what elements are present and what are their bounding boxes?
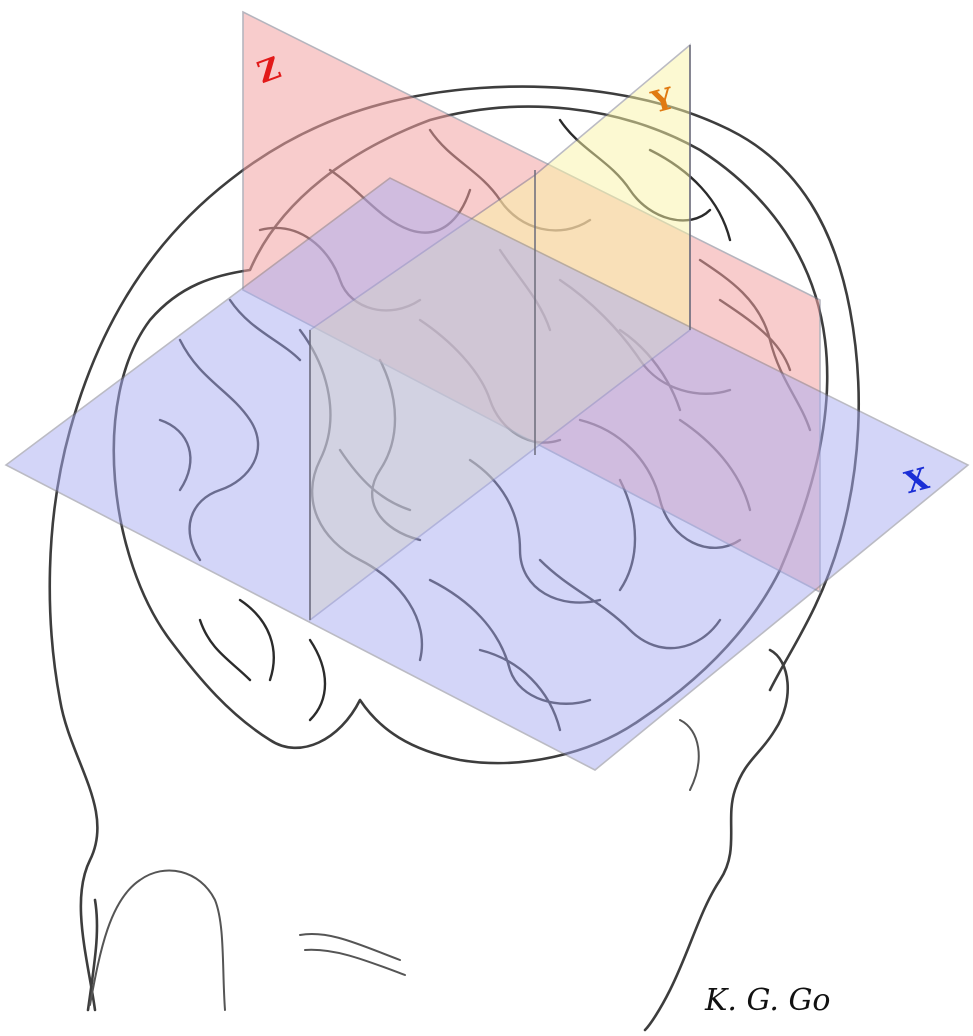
artist-signature: K. G. Go: [704, 983, 830, 1018]
x-plane: [6, 178, 968, 770]
